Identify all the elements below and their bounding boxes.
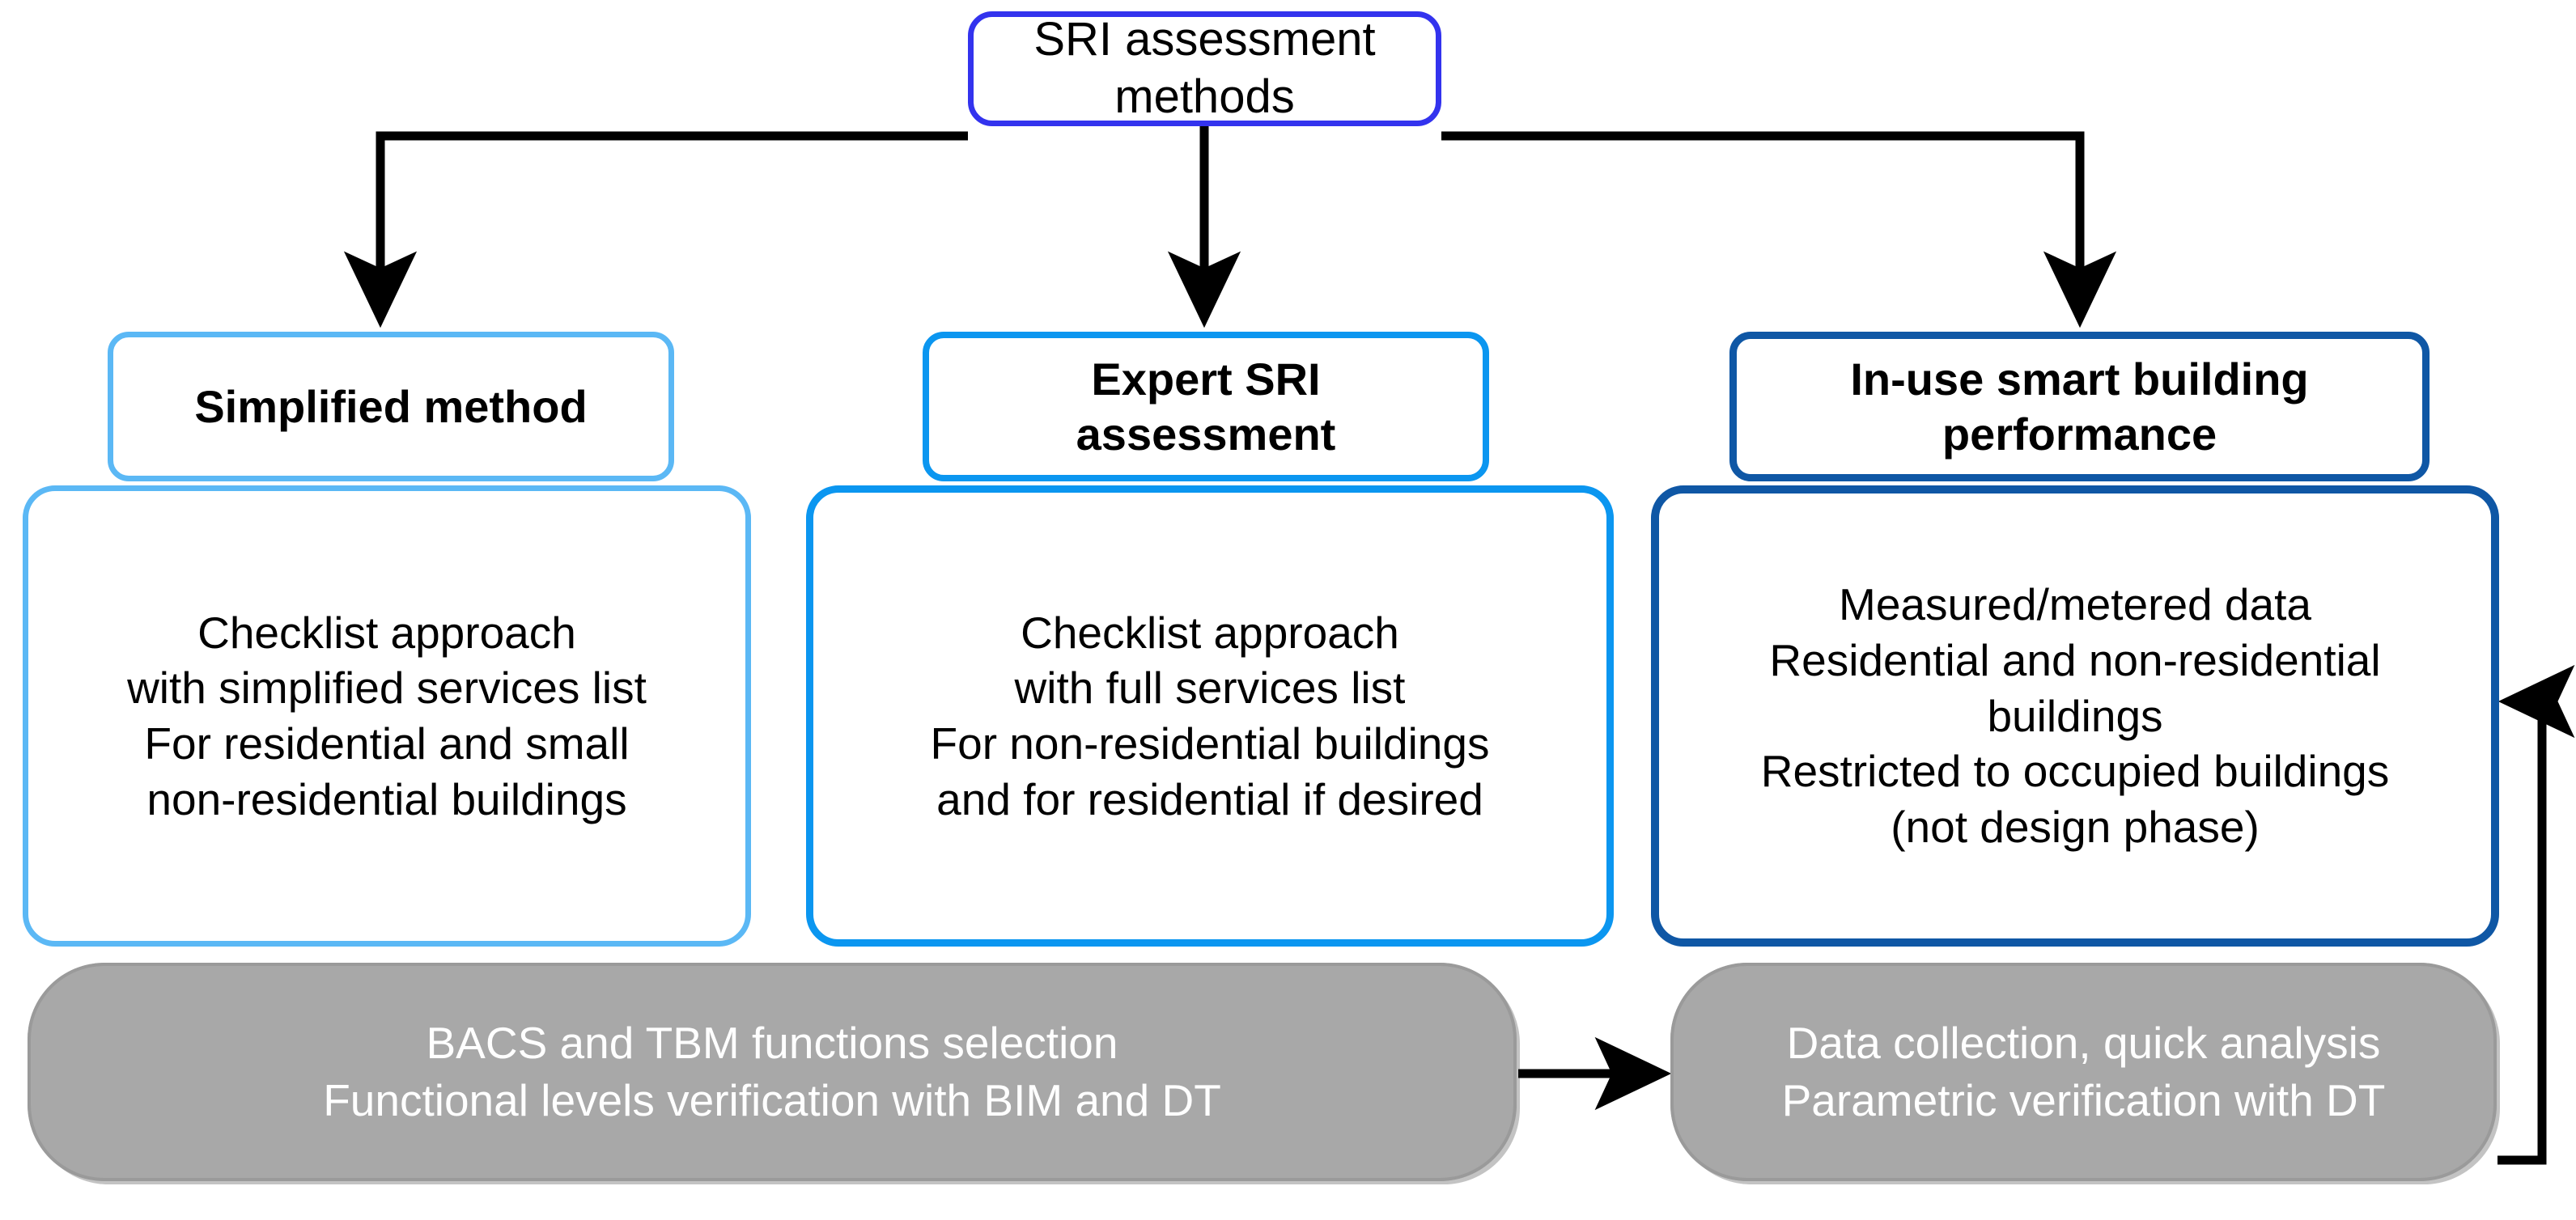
header-node-label-2: Expert SRI assessment: [1076, 354, 1336, 460]
body-node-text-3: Measured/metered data Residential and no…: [1760, 579, 2390, 853]
body-node-expert-sri-assessment[interactable]: Checklist approach with full services li…: [806, 485, 1614, 947]
body-node-text-2: Checklist approach with full services li…: [930, 607, 1490, 824]
body-node-simplified-method[interactable]: Checklist approach with simplified servi…: [23, 485, 751, 947]
root-node-label: SRI assessment methods: [1033, 13, 1376, 123]
body-node-in-use-smart-building-performance[interactable]: Measured/metered data Residential and no…: [1651, 485, 2499, 947]
process-bar-label-1: BACS and TBM functions selection Functio…: [323, 1017, 1221, 1126]
header-node-simplified-method[interactable]: Simplified method: [108, 332, 674, 481]
root-node-sri-assessment-methods[interactable]: SRI assessment methods: [968, 11, 1441, 126]
connector-root-to-simplified: [343, 131, 968, 328]
connector-feedback-loop: [2497, 664, 2575, 1165]
header-node-in-use-smart-building-performance[interactable]: In-use smart building performance: [1729, 332, 2430, 481]
body-node-text-1: Checklist approach with simplified servi…: [127, 607, 647, 824]
process-bar-label-2: Data collection, quick analysis Parametr…: [1781, 1017, 2386, 1126]
connector-root-to-in-use: [1441, 131, 2117, 328]
header-node-expert-sri-assessment[interactable]: Expert SRI assessment: [923, 332, 1489, 481]
process-bar-data-collection[interactable]: Data collection, quick analysis Parametr…: [1670, 963, 2497, 1181]
header-node-label-1: Simplified method: [194, 380, 588, 432]
header-node-label-3: In-use smart building performance: [1850, 354, 2309, 460]
process-bar-bacs-tbm-selection[interactable]: BACS and TBM functions selection Functio…: [28, 963, 1517, 1181]
